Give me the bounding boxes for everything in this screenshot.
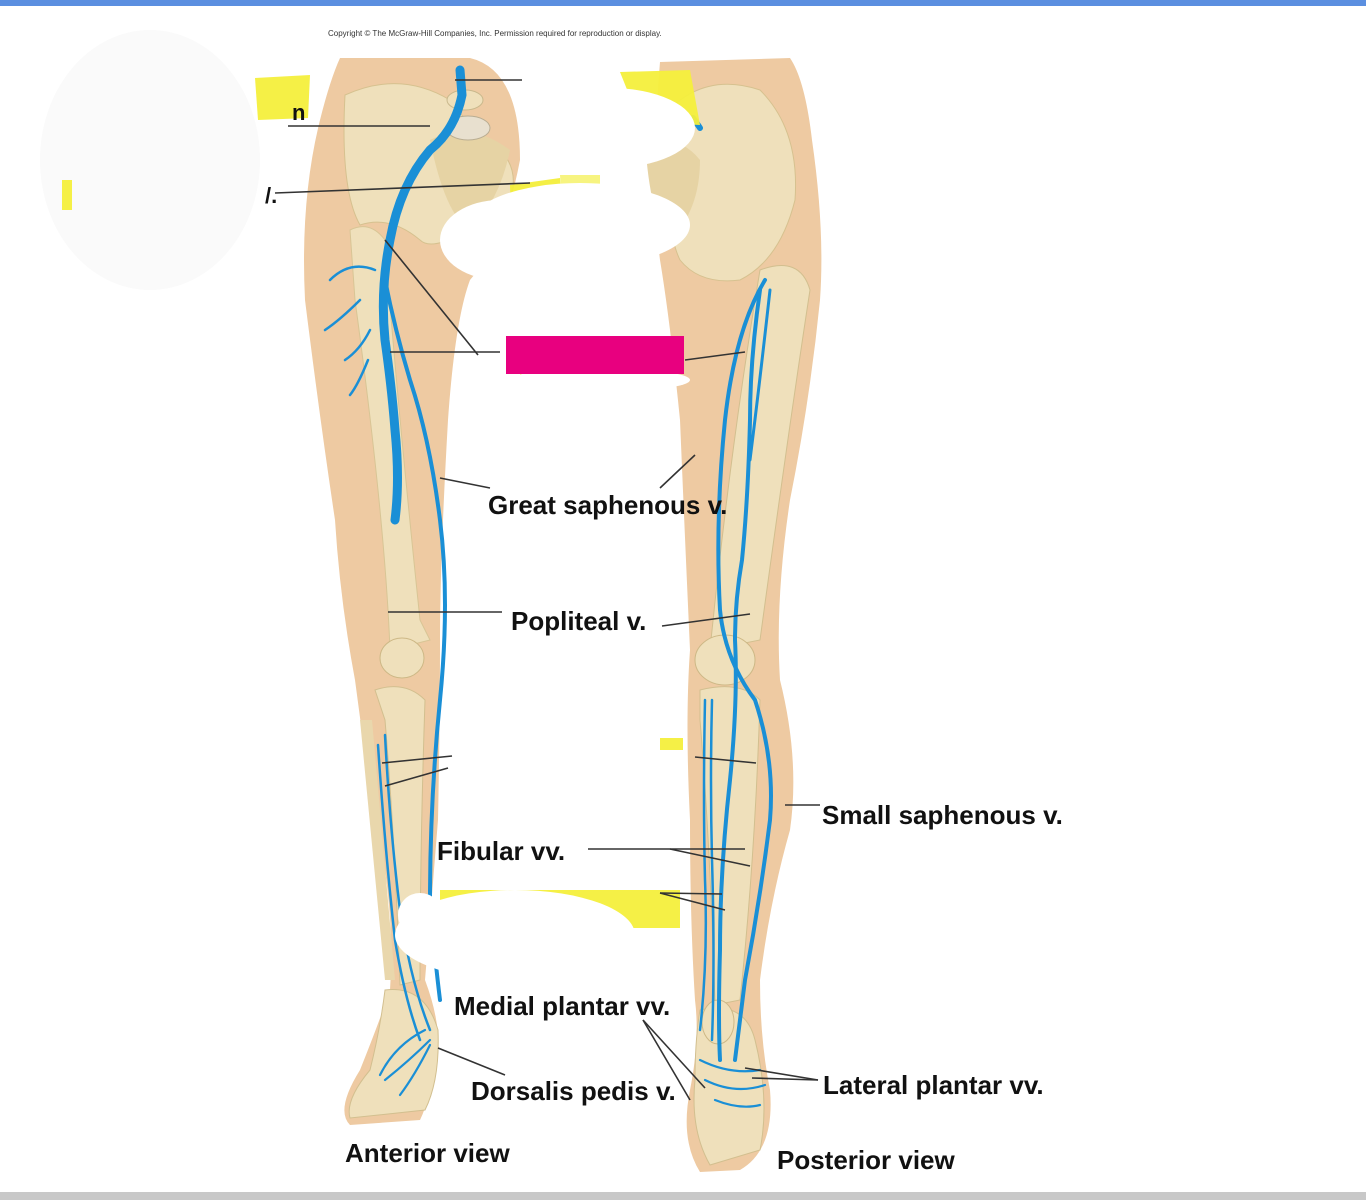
anterior-fibula — [360, 720, 395, 980]
label-dorsalis-pedis: Dorsalis pedis v. — [471, 1076, 676, 1106]
caption-posterior-view: Posterior view — [777, 1145, 955, 1175]
leader-lines — [274, 79, 820, 1101]
label-great-saphenous: Great saphenous v. — [488, 490, 728, 520]
posterior-foot — [693, 1007, 765, 1166]
anterior-patella — [379, 637, 425, 679]
top-border — [0, 0, 1366, 6]
whiteout-patches — [395, 88, 695, 980]
answer-box — [506, 336, 684, 374]
label-medial-plantar: Medial plantar vv. — [454, 991, 671, 1021]
label-popliteal: Popliteal v. — [511, 606, 647, 636]
copyright-notice: Copyright © The McGraw-Hill Companies, I… — [328, 29, 662, 38]
label-small-saphenous: Small saphenous v. — [822, 800, 1063, 830]
caption-anterior-view: Anterior view — [345, 1138, 510, 1168]
label-fragment: n — [292, 100, 306, 125]
label-lateral-plantar: Lateral plantar vv. — [823, 1070, 1044, 1100]
anterior-sacrum — [430, 132, 510, 230]
label-fragment: /. — [265, 183, 278, 208]
bottom-border — [0, 1192, 1366, 1200]
posterior-femur — [709, 265, 811, 651]
label-fibular: Fibular vv. — [437, 836, 566, 866]
whiteout-top-left — [40, 30, 260, 290]
